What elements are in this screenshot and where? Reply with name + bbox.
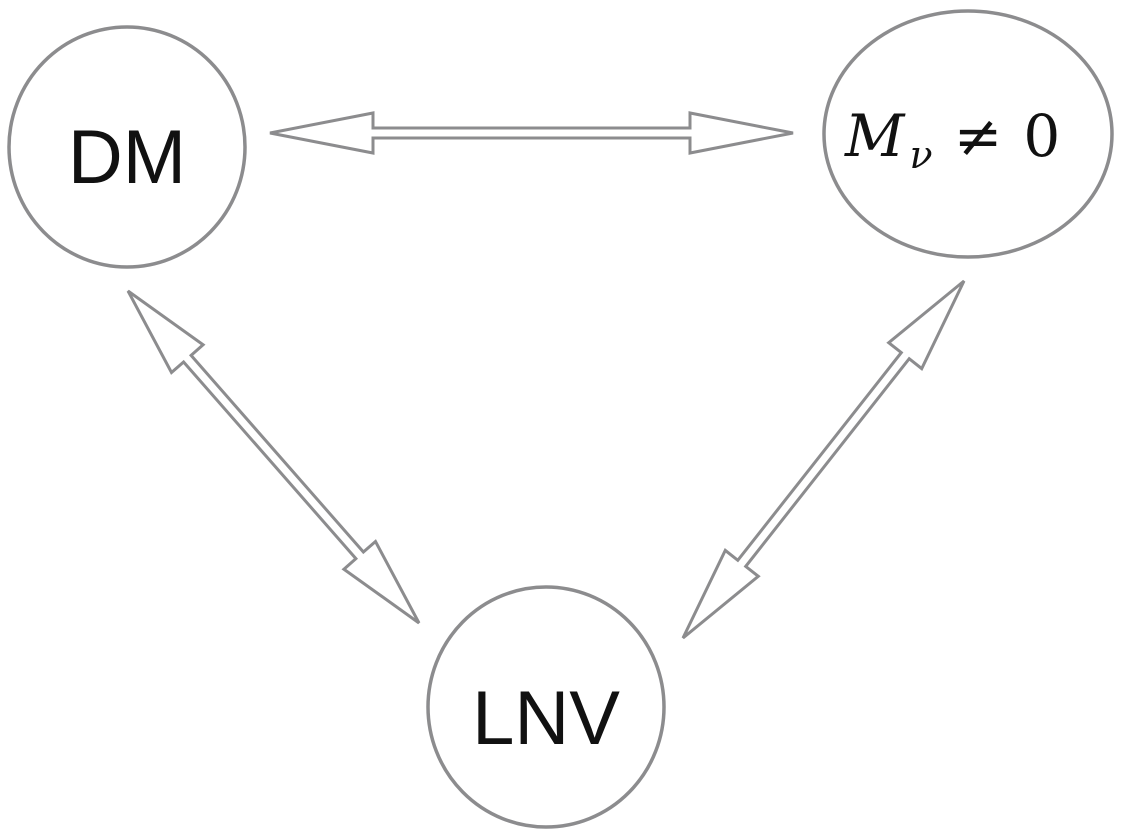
node-dm-circle <box>7 25 247 269</box>
node-neutrino-mass: M ν ≠ 0 <box>822 9 1114 259</box>
node-lnv-circle <box>426 585 666 829</box>
arrows-layer <box>126 111 966 640</box>
node-dm-label: DM <box>68 115 186 200</box>
mass-subscript: ν <box>909 133 932 177</box>
node-neutrino-mass-circle <box>822 9 1114 259</box>
node-lnv: LNV <box>426 585 666 829</box>
arrow-dm-mnu <box>269 111 794 155</box>
arrow-mnu-lnv <box>681 279 966 640</box>
mass-symbol: M <box>844 102 906 170</box>
not-equal-sign: ≠ <box>954 102 1003 170</box>
node-neutrino-mass-label: M ν ≠ 0 <box>844 102 1060 177</box>
node-dm: DM <box>7 25 247 269</box>
arrow-dm-lnv <box>126 289 421 625</box>
node-lnv-label: LNV <box>472 676 620 761</box>
mass-value: 0 <box>1023 102 1060 170</box>
